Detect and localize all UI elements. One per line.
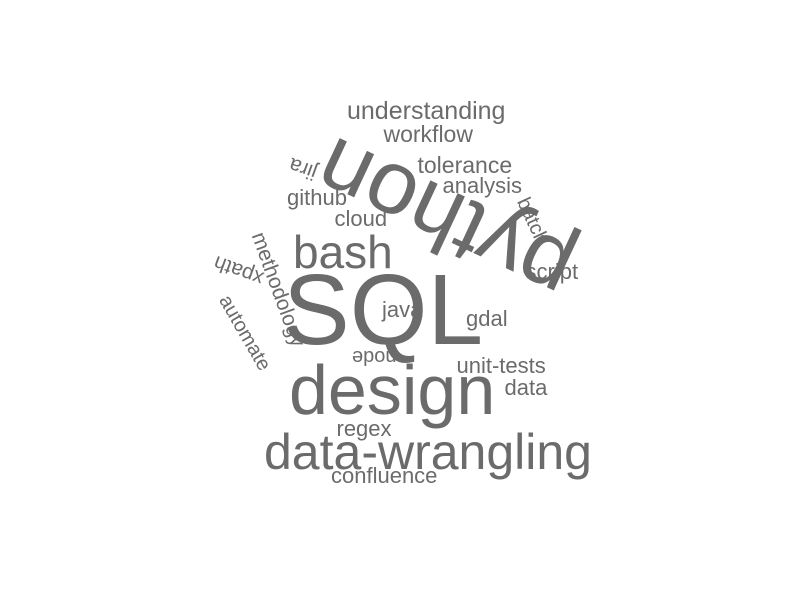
- word-cloud-term: cloud: [334, 206, 388, 231]
- word-bash: bash: [293, 226, 393, 278]
- word-data-wrangling: data-wrangling: [264, 424, 592, 480]
- word-data: data: [504, 375, 548, 400]
- word-java: java: [382, 297, 423, 322]
- word-confluence: confluence: [331, 463, 438, 488]
- word-analysis: analysis: [442, 173, 522, 198]
- word-sql: SQL: [283, 254, 484, 366]
- word-node: node: [351, 346, 397, 368]
- word-design: design: [289, 351, 496, 429]
- word-github: github: [287, 185, 347, 210]
- word-gdal: gdal: [466, 306, 508, 331]
- word-script: script: [525, 259, 579, 284]
- word-regex: regex: [336, 416, 392, 441]
- word-workflow: workflow: [383, 120, 473, 147]
- word-understanding: understanding: [347, 96, 506, 125]
- word-automate: automate: [213, 291, 275, 375]
- word-unit-tests: unit-tests: [456, 353, 546, 378]
- word-tolerance: tolerance: [417, 151, 513, 178]
